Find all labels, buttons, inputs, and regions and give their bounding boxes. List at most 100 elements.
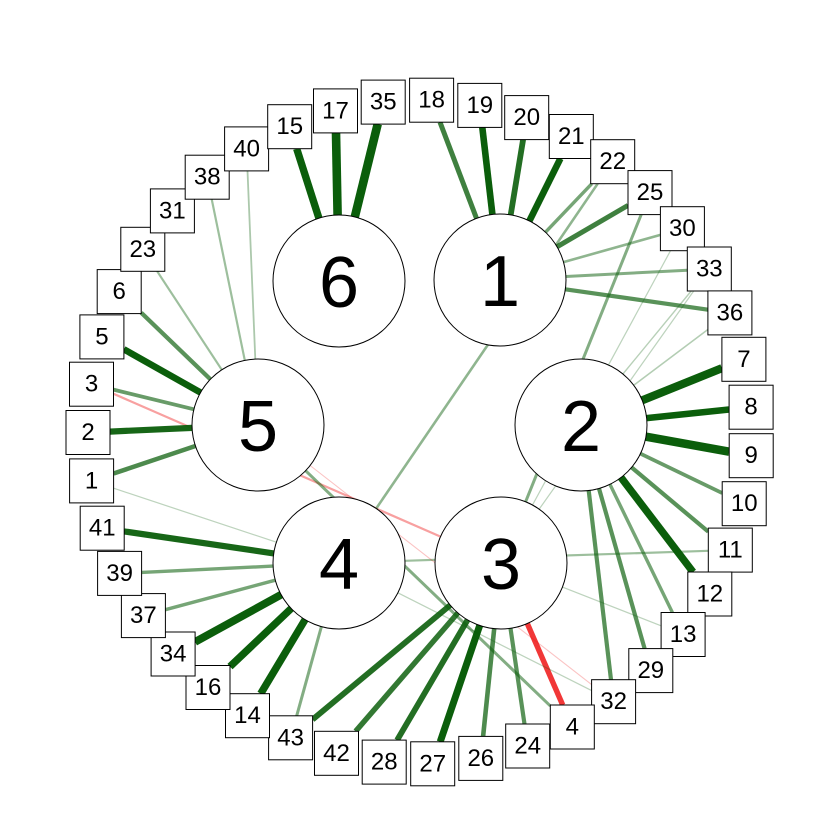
item-label: 20 <box>513 104 540 131</box>
item-node-10: 10 <box>721 481 767 527</box>
item-box <box>96 269 142 315</box>
item-node-32: 32 <box>591 679 637 725</box>
item-node-13: 13 <box>660 612 706 657</box>
item-node-33: 33 <box>686 246 732 292</box>
item-label: 27 <box>419 750 446 777</box>
edge-6-15 <box>293 147 323 220</box>
item-node-40: 40 <box>224 126 270 172</box>
item-label: 37 <box>130 602 157 629</box>
item-label: 36 <box>717 299 744 326</box>
item-box <box>313 88 358 134</box>
item-box <box>505 723 551 769</box>
edges-layer <box>109 121 730 743</box>
edge-1-21 <box>526 157 564 223</box>
item-box <box>721 481 767 527</box>
item-box <box>590 139 636 185</box>
item-box <box>97 550 143 596</box>
item-node-17: 17 <box>313 88 358 134</box>
item-box <box>224 126 270 172</box>
item-label: 4 <box>566 714 579 741</box>
item-label: 32 <box>600 688 627 715</box>
item-label: 28 <box>371 749 398 776</box>
edge-2-36 <box>633 328 709 386</box>
item-box <box>69 458 115 504</box>
item-box <box>79 505 125 551</box>
item-label: 3 <box>85 371 98 398</box>
item-label: 23 <box>129 236 156 263</box>
item-label: 17 <box>322 97 349 124</box>
item-label: 11 <box>718 537 743 564</box>
item-node-35: 35 <box>360 79 406 125</box>
item-label: 25 <box>637 179 664 206</box>
factor-label: 2 <box>561 387 601 467</box>
item-label: 14 <box>234 702 261 729</box>
item-label: 29 <box>637 657 664 684</box>
item-label: 30 <box>669 215 696 242</box>
item-box <box>410 741 456 787</box>
edge-3-4 <box>524 622 566 707</box>
factor-label: 1 <box>480 242 520 322</box>
item-label: 7 <box>737 346 750 373</box>
item-node-2: 2 <box>65 410 111 455</box>
edge-1-20 <box>507 139 526 216</box>
edge-2-10 <box>639 451 724 495</box>
item-node-37: 37 <box>120 593 166 639</box>
item-box <box>361 739 407 785</box>
factor-circle <box>272 496 406 630</box>
item-label: 22 <box>599 148 626 175</box>
edge-5-1 <box>112 443 197 476</box>
edge-4-41 <box>123 528 275 557</box>
item-node-30: 30 <box>659 206 705 252</box>
item-node-11: 11 <box>707 527 753 573</box>
edge-1-36 <box>565 287 709 312</box>
factor-node-3: 3 <box>434 496 568 630</box>
item-node-34: 34 <box>150 631 196 677</box>
edge-6-35 <box>350 123 382 218</box>
item-label: 8 <box>744 394 757 421</box>
item-node-29: 29 <box>628 648 674 694</box>
item-box <box>268 715 314 761</box>
edge-4-32 <box>397 592 592 692</box>
item-box <box>184 154 230 200</box>
item-node-4: 4 <box>549 704 595 750</box>
item-box <box>409 77 455 123</box>
factor-circle <box>514 358 648 492</box>
item-box <box>721 336 767 382</box>
item-node-19: 19 <box>457 82 503 128</box>
item-box <box>659 206 705 252</box>
edge-3-13 <box>562 586 662 627</box>
item-label: 42 <box>323 740 350 767</box>
item-node-41: 41 <box>79 505 125 551</box>
factor-circle <box>434 496 568 630</box>
item-node-26: 26 <box>458 735 504 781</box>
factor-node-2: 2 <box>514 358 648 492</box>
item-box <box>458 735 504 781</box>
factor-label: 4 <box>319 525 359 605</box>
edge-5-5 <box>122 346 203 396</box>
edge-4-14 <box>257 617 309 696</box>
item-node-9: 9 <box>728 433 774 479</box>
item-label: 1 <box>85 467 98 494</box>
item-box <box>79 314 125 360</box>
item-label: 24 <box>514 733 541 760</box>
item-box <box>548 114 594 159</box>
factor-label: 3 <box>481 525 521 605</box>
item-node-18: 18 <box>409 77 455 123</box>
edge-2-11 <box>630 465 710 534</box>
edge-5-40 <box>246 170 257 360</box>
item-box <box>314 730 359 776</box>
factor-node-5: 5 <box>191 358 325 492</box>
item-node-22: 22 <box>590 139 636 185</box>
edge-2-9 <box>645 432 730 456</box>
item-box <box>360 79 406 125</box>
item-node-1: 1 <box>69 458 115 504</box>
edge-5-6 <box>139 311 212 381</box>
item-label: 18 <box>418 87 445 114</box>
edge-4-34 <box>193 591 283 646</box>
edge-2-13 <box>608 483 674 614</box>
factor-circle <box>191 358 325 492</box>
